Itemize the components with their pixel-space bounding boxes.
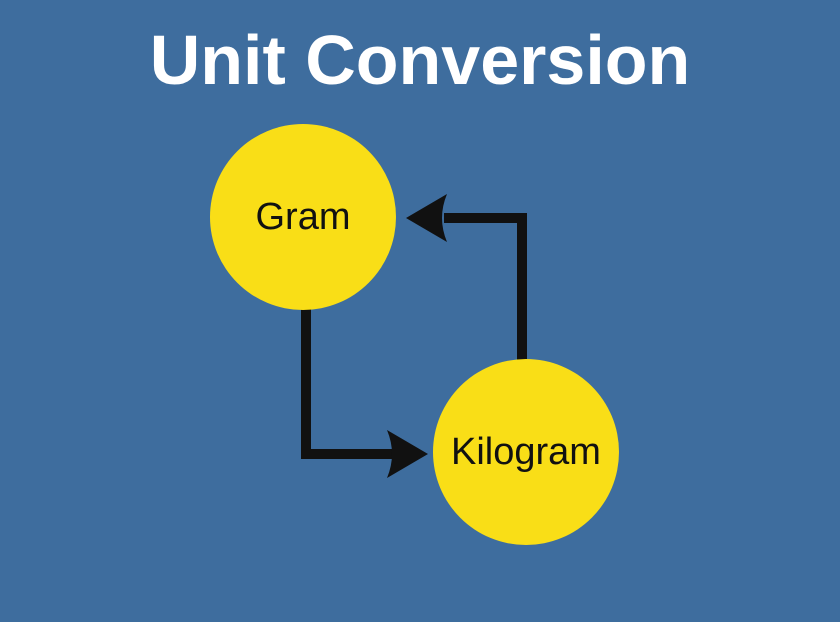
arrowhead-left-icon xyxy=(406,194,447,242)
node-gram: Gram xyxy=(210,124,396,310)
arrow-gram-to-kilogram xyxy=(301,306,428,478)
node-kilogram: Kilogram xyxy=(433,359,619,545)
arrowhead-right-icon xyxy=(387,430,428,478)
arrow-gram-to-kilogram-shaft xyxy=(301,306,392,459)
page-title: Unit Conversion xyxy=(149,21,691,99)
arrow-kilogram-to-gram-shaft xyxy=(444,213,527,362)
arrow-kilogram-to-gram xyxy=(406,194,527,362)
node-gram-label: Gram xyxy=(255,195,351,238)
node-kilogram-label: Kilogram xyxy=(451,430,601,473)
